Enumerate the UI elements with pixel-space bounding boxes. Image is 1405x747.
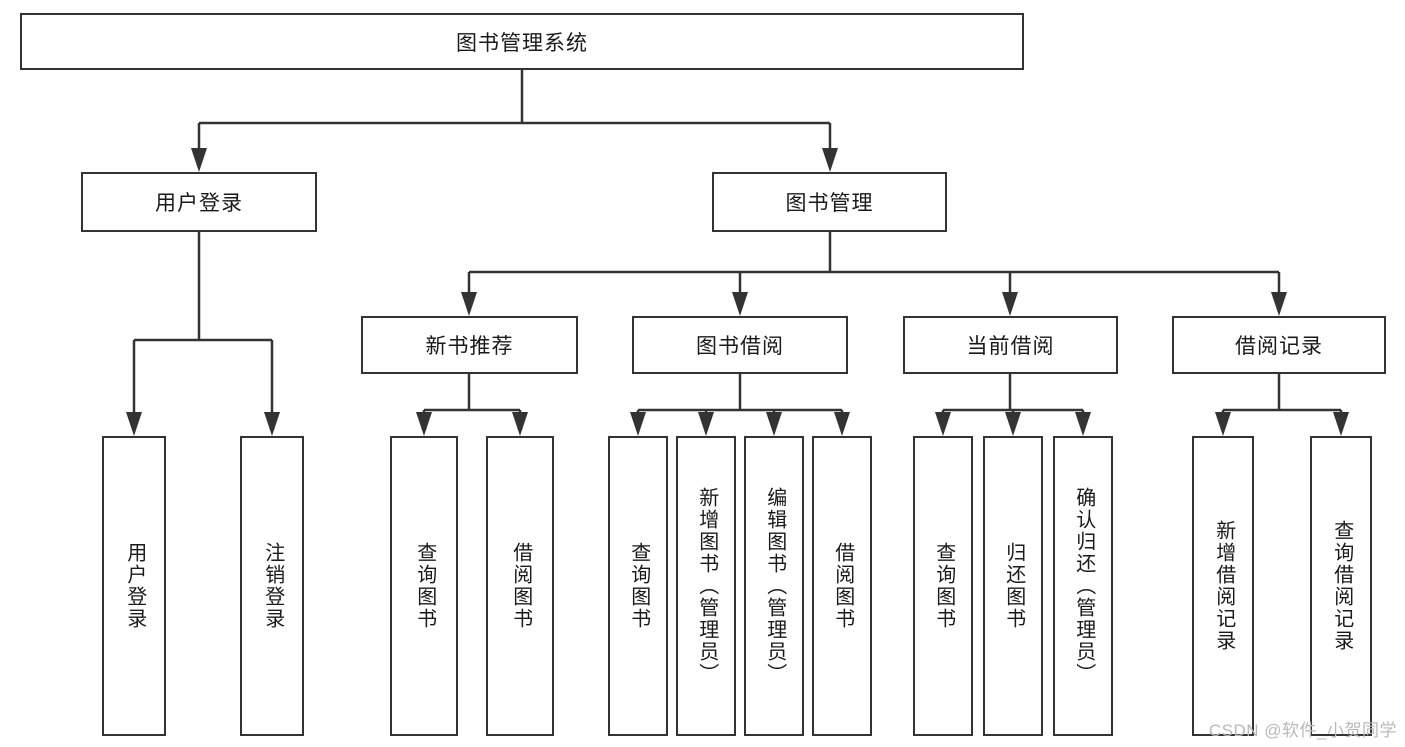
node-current-borrow-label: 当前借阅 [966,335,1055,358]
leaf-user-login-label: 用户登录 [123,542,146,630]
leaf-query-book-current[interactable]: 查询图书 [913,436,973,736]
arrow-borrow-leaf-4 [834,412,850,436]
arrow-root-to-book [822,148,838,172]
node-book-manage-label: 图书管理 [785,192,874,215]
arrow-record-leaf-1 [1215,412,1231,436]
node-user-login[interactable]: 用户登录 [81,172,317,232]
arrow-newbook-leaf-1 [416,412,432,436]
leaf-edit-book-admin-label: 编辑图书（管理员） [763,487,786,685]
leaf-user-login[interactable]: 用户登录 [102,436,166,736]
node-book-borrow[interactable]: 图书借阅 [632,316,848,374]
leaf-borrow-book-label: 借阅图书 [831,542,854,630]
leaf-logout-label: 注销登录 [261,542,284,630]
leaf-confirm-return-admin-label: 确认归还（管理员） [1072,487,1095,685]
arrow-borrow-leaf-1 [630,412,646,436]
leaf-query-book-label: 查询图书 [627,542,650,630]
node-root-label: 图书管理系统 [456,31,588,55]
leaf-confirm-return-admin[interactable]: 确认归还（管理员） [1053,436,1113,736]
node-borrow-record-label: 借阅记录 [1235,335,1323,358]
leaf-query-book-recommend-label: 查询图书 [413,542,436,630]
node-book-manage[interactable]: 图书管理 [712,172,947,232]
node-new-book-recommend-label: 新书推荐 [425,335,514,358]
arrow-current-leaf-3 [1075,412,1091,436]
leaf-borrow-book[interactable]: 借阅图书 [812,436,872,736]
arrow-root-to-user [191,148,207,172]
arrow-book-to-current [1002,292,1018,316]
leaf-return-book[interactable]: 归还图书 [983,436,1043,736]
arrow-borrow-leaf-3 [766,412,782,436]
csdn-watermark: CSDN @软件_小贺同学 [1208,721,1397,740]
node-current-borrow[interactable]: 当前借阅 [903,316,1118,374]
arrow-user-leaf-1 [126,412,142,436]
leaf-add-book-admin-label: 新增图书（管理员） [695,487,718,685]
leaf-borrow-book-recommend-label: 借阅图书 [509,542,532,630]
arrow-book-to-record [1271,292,1287,316]
arrow-current-leaf-2 [1005,412,1021,436]
arrow-book-to-borrow [732,292,748,316]
arrow-current-leaf-1 [935,412,951,436]
leaf-query-book-current-label: 查询图书 [932,542,955,630]
arrow-borrow-leaf-2 [698,412,714,436]
arrow-book-to-newbook [461,292,477,316]
arrow-newbook-leaf-2 [512,412,528,436]
node-borrow-record[interactable]: 借阅记录 [1172,316,1386,374]
leaf-query-borrow-record-label: 查询借阅记录 [1330,520,1353,652]
leaf-logout[interactable]: 注销登录 [240,436,304,736]
arrow-record-leaf-2 [1333,412,1349,436]
leaf-edit-book-admin[interactable]: 编辑图书（管理员） [744,436,804,736]
node-book-borrow-label: 图书借阅 [696,335,784,358]
leaf-query-book[interactable]: 查询图书 [608,436,668,736]
leaf-add-book-admin[interactable]: 新增图书（管理员） [676,436,736,736]
leaf-borrow-book-recommend[interactable]: 借阅图书 [486,436,554,736]
leaf-query-borrow-record[interactable]: 查询借阅记录 [1310,436,1372,736]
leaf-add-borrow-record[interactable]: 新增借阅记录 [1192,436,1254,736]
leaf-return-book-label: 归还图书 [1002,542,1025,630]
leaf-add-borrow-record-label: 新增借阅记录 [1212,520,1235,652]
node-root[interactable]: 图书管理系统 [20,13,1024,70]
arrow-user-leaf-2 [264,412,280,436]
node-new-book-recommend[interactable]: 新书推荐 [361,316,578,374]
node-user-login-label: 用户登录 [155,192,243,215]
leaf-query-book-recommend[interactable]: 查询图书 [390,436,458,736]
